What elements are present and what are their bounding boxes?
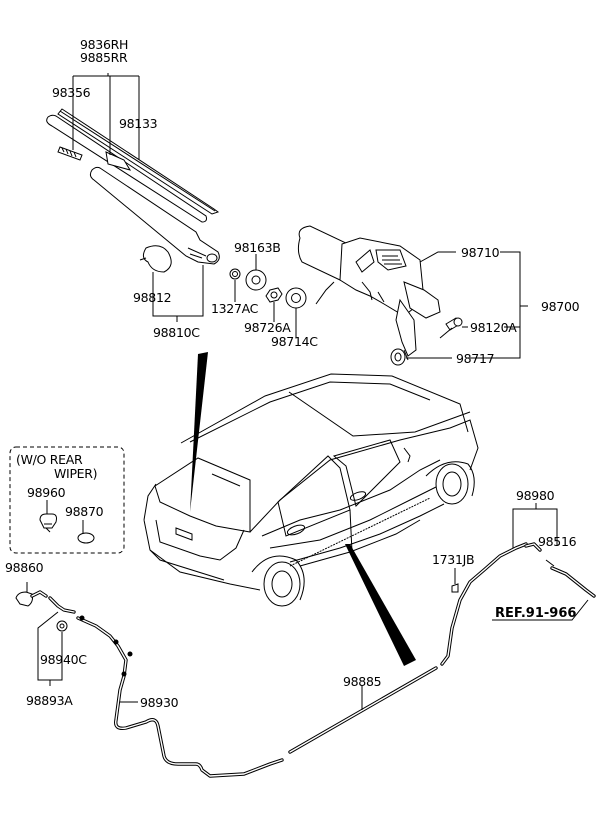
car-drawing <box>143 373 479 607</box>
label-98812[interactable]: 98812 <box>133 290 172 305</box>
label-98120A[interactable]: 98120A <box>470 320 518 335</box>
leader-lines-motor <box>406 251 528 359</box>
label-98893A[interactable]: 98893A <box>26 693 74 708</box>
label-9836RH[interactable]: 9836RH <box>80 37 128 52</box>
label-98930[interactable]: 98930 <box>140 695 179 710</box>
pointer-wedges <box>190 352 416 666</box>
wo-rear-wiper-box <box>9 446 125 554</box>
hardware-drawing <box>229 254 307 338</box>
label-98710[interactable]: 98710 <box>461 245 500 260</box>
label-1731JB[interactable]: 1731JB <box>432 552 475 567</box>
label-98940C[interactable]: 98940C <box>40 652 88 667</box>
wiper-arm-drawing <box>89 166 220 273</box>
label-98356[interactable]: 98356 <box>52 85 91 100</box>
label-98700[interactable]: 98700 <box>541 299 580 314</box>
note-wo-rear-wiper: (W/O REAR <box>16 452 83 467</box>
reference-link[interactable]: REF.91-966 <box>495 606 576 621</box>
label-98885[interactable]: 98885 <box>343 674 382 689</box>
label-98516[interactable]: 98516 <box>538 534 577 549</box>
leader-lines-top <box>72 73 204 322</box>
label-98870[interactable]: 98870 <box>65 504 104 519</box>
label-98726A[interactable]: 98726A <box>244 320 292 335</box>
label-1327AC[interactable]: 1327AC <box>211 301 259 316</box>
wiper-blade-drawing <box>46 108 220 223</box>
label-98714C[interactable]: 98714C <box>271 334 319 349</box>
label-98163B[interactable]: 98163B <box>234 240 281 255</box>
wiper-motor-drawing <box>297 225 463 366</box>
label-98860[interactable]: 98860 <box>5 560 44 575</box>
note-wo-rear-wiper-2: WIPER) <box>54 466 97 481</box>
washer-hose-drawing <box>15 503 596 778</box>
part-labels: 9836RH 9885RR 98356 98133 98812 98810C 1… <box>5 37 580 710</box>
label-98960[interactable]: 98960 <box>27 485 66 500</box>
label-98133[interactable]: 98133 <box>119 116 158 131</box>
label-98810C[interactable]: 98810C <box>153 325 201 340</box>
label-98980[interactable]: 98980 <box>516 488 555 503</box>
label-9885RR[interactable]: 9885RR <box>80 50 128 65</box>
label-98717[interactable]: 98717 <box>456 351 495 366</box>
